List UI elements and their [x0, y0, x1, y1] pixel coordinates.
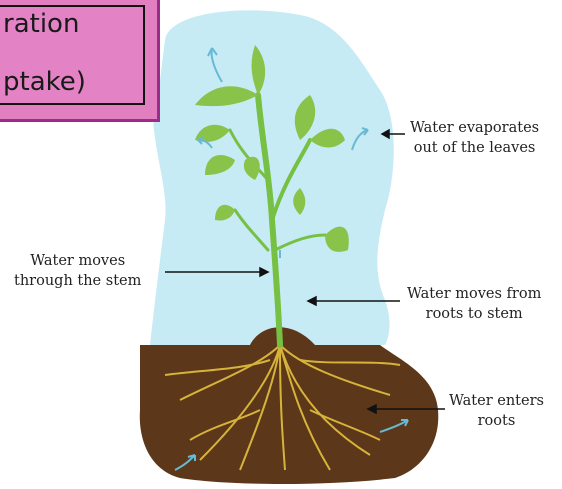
label-stem-line1: Water moves — [14, 251, 141, 271]
label-enters-roots: Water enters roots — [449, 391, 544, 431]
label-evaporates-line2: out of the leaves — [410, 138, 539, 158]
label-stem: Water moves through the stem — [14, 251, 141, 291]
label-enters-roots-line1: Water enters — [449, 391, 544, 411]
label-evaporates: Water evaporates out of the leaves — [410, 118, 539, 158]
label-roots-to-stem: Water moves from roots to stem — [407, 284, 541, 324]
label-stem-line2: through the stem — [14, 271, 141, 291]
title-line-1: ration — [3, 9, 79, 39]
air-region — [150, 10, 394, 345]
label-roots-to-stem-line1: Water moves from — [407, 284, 541, 304]
title-box: ration ptake) — [0, 0, 160, 122]
label-evaporates-line1: Water evaporates — [410, 118, 539, 138]
label-roots-to-stem-line2: roots to stem — [407, 304, 541, 324]
label-enters-roots-line2: roots — [449, 411, 544, 431]
title-line-2: ptake) — [3, 67, 86, 97]
